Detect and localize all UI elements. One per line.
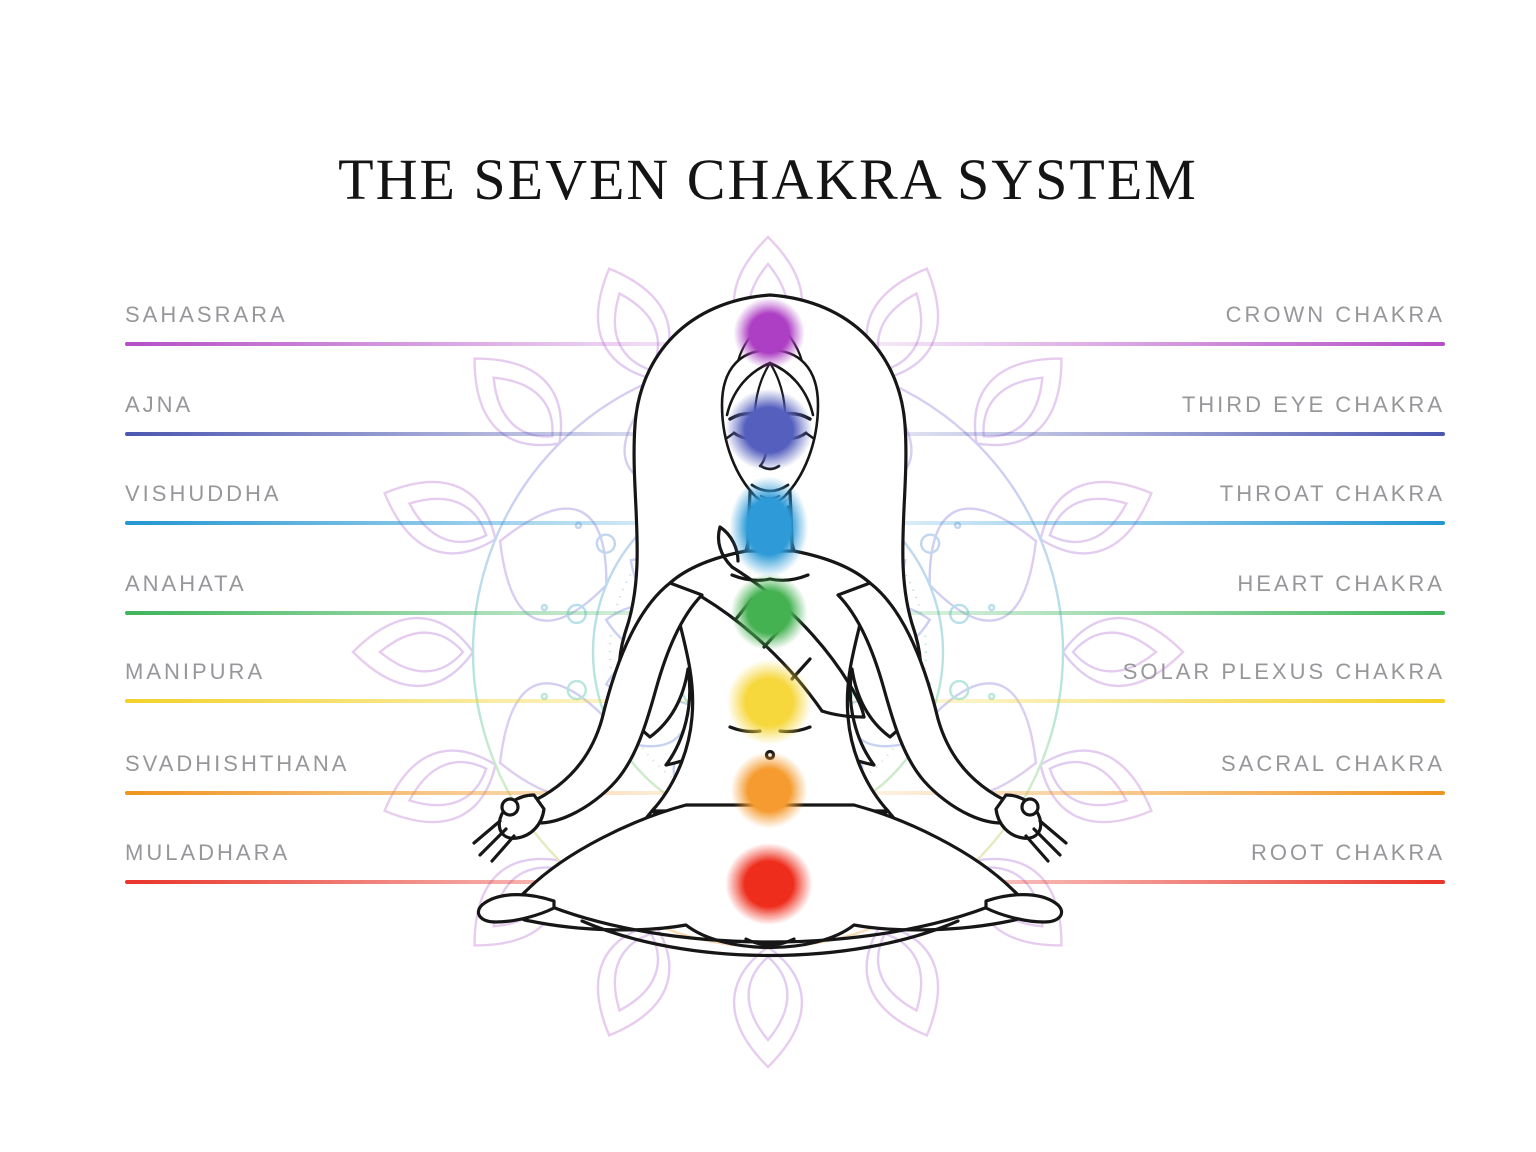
mandala-petal — [1039, 749, 1153, 824]
mandala-petal — [1061, 616, 1185, 688]
mandala-petal — [351, 616, 475, 688]
mandala-petal — [876, 932, 923, 1013]
mandala-petal — [1071, 631, 1158, 673]
mandala-bead — [595, 533, 617, 554]
mandala-petal — [613, 932, 660, 1013]
mandala-petal — [383, 749, 497, 824]
english-label-throat-chakra: THROAT CHAKRA — [1219, 481, 1445, 506]
english-label-sacral-chakra: SACRAL CHAKRA — [1220, 751, 1445, 776]
mandala-petal — [383, 480, 497, 555]
mandala-petal — [498, 507, 608, 622]
mandala-petal — [747, 955, 789, 1042]
sanskrit-label-anahata: ANAHATA — [125, 571, 247, 596]
sanskrit-label-ajna: AJNA — [125, 392, 194, 417]
mandala-petal — [378, 631, 465, 673]
mandala-petal — [732, 945, 804, 1069]
mandala-petal — [596, 923, 671, 1037]
mandala-petal — [1039, 480, 1153, 555]
mandala-dot — [540, 603, 549, 612]
foot — [476, 893, 556, 924]
sanskrit-label-manipura: MANIPURA — [125, 659, 266, 684]
sanskrit-label-muladhara: MULADHARA — [125, 840, 291, 865]
mandala-dot — [987, 603, 996, 612]
mandala-dot — [987, 692, 996, 701]
english-label-heart-chakra: HEART CHAKRA — [1237, 571, 1445, 596]
mandala-petal — [1048, 497, 1129, 544]
sanskrit-label-vishuddha: VISHUDDHA — [125, 481, 282, 506]
english-label-crown-chakra: CROWN CHAKRA — [1225, 302, 1445, 327]
poster-title: THE SEVEN CHAKRA SYSTEM — [338, 147, 1198, 212]
foot — [984, 893, 1064, 924]
mandala-petal — [973, 357, 1063, 447]
mandala-dot — [540, 692, 549, 701]
mandala-petal — [928, 507, 1038, 622]
english-label-third-eye-chakra: THIRD EYE CHAKRA — [1181, 392, 1445, 417]
english-label-root-chakra: ROOT CHAKRA — [1251, 840, 1445, 865]
sanskrit-label-svadhishthana: SVADHISHTHANA — [125, 751, 350, 776]
mandala-petal — [407, 497, 488, 544]
mandala-bead — [919, 533, 941, 554]
mandala-petal — [473, 357, 563, 447]
sanskrit-label-sahasrara: SAHASRARA — [125, 302, 288, 327]
mandala-petal — [865, 923, 940, 1037]
english-label-solar-plexus-chakra: SOLAR PLEXUS CHAKRA — [1122, 659, 1445, 684]
